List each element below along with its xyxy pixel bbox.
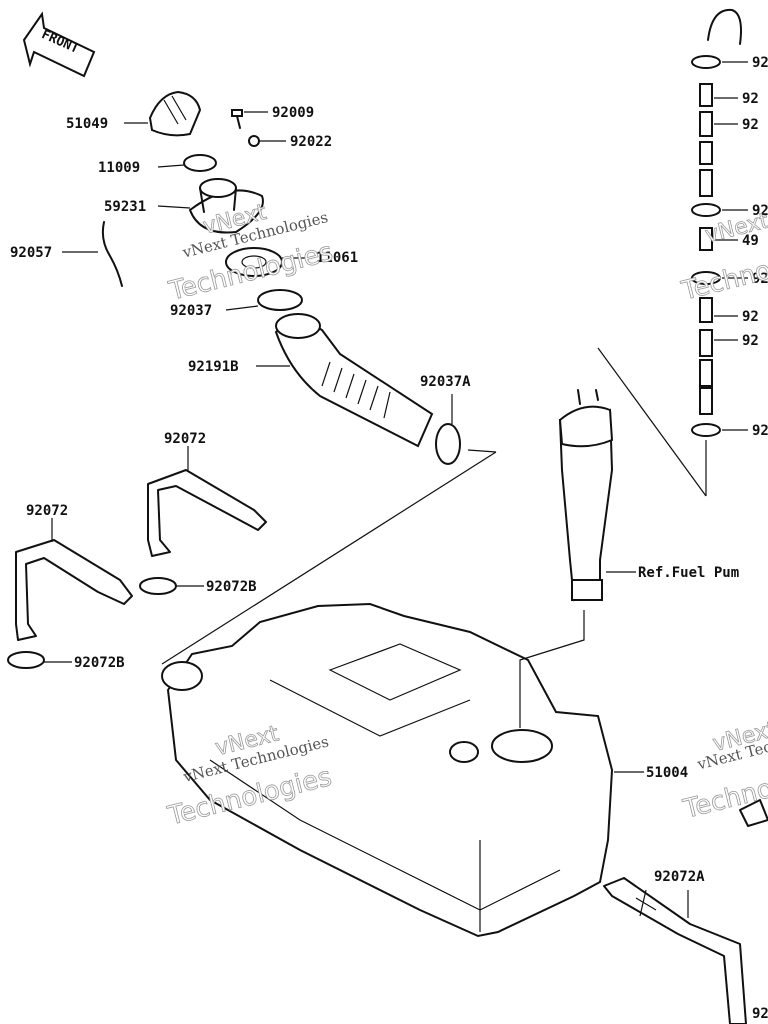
front-arrow: FRONT <box>22 11 96 78</box>
callout-59231: 59231 <box>104 199 146 215</box>
callout-92072-upper: 92072 <box>164 431 206 447</box>
callout-92191b: 92191B <box>188 359 239 375</box>
callout-11009: 11009 <box>98 160 140 176</box>
callout-92072b-lower: 92072B <box>74 655 125 671</box>
watermark-top: vNext Technologies vNext Technologies <box>165 199 336 307</box>
washer <box>248 135 260 147</box>
callout-right-4: 92 <box>752 203 768 219</box>
callout-92009: 92009 <box>272 105 314 121</box>
callout-right-1: 92 <box>752 55 768 71</box>
tank-strap-a <box>603 877 747 1024</box>
callout-92022: 92022 <box>290 134 332 150</box>
filler-hose <box>274 313 434 448</box>
fuel-pump-assembly <box>558 389 614 602</box>
callout-right-10: 92 <box>752 1006 768 1022</box>
callout-right-3: 92 <box>742 117 759 133</box>
fuel-tank <box>161 602 614 938</box>
callout-right-2: 92 <box>742 91 759 107</box>
callout-right-7: 92 <box>742 309 759 325</box>
callout-11061: 11061 <box>316 250 358 266</box>
callout-ref-fuel-pump: Ref.Fuel Pum <box>638 565 739 581</box>
callout-right-5: 49 <box>742 233 759 249</box>
callout-92072-lower: 92072 <box>26 503 68 519</box>
callout-92037: 92037 <box>170 303 212 319</box>
strap-clip-lower <box>7 651 45 669</box>
callout-51004: 51004 <box>646 765 688 781</box>
hose-clamp <box>257 289 303 311</box>
tank-strap-upper <box>147 469 267 557</box>
strap-clip-upper <box>139 577 177 595</box>
fuel-cap <box>148 90 202 137</box>
return-hose-chain <box>691 8 742 496</box>
tank-strap-lower <box>15 539 133 641</box>
neck-gasket <box>225 247 283 277</box>
callout-92057: 92057 <box>10 245 52 261</box>
watermark-right-mid: vNext Technologies vNext Technologies <box>679 717 768 826</box>
hose-clamp-a <box>435 423 461 465</box>
callout-right-8: 92 <box>742 333 759 349</box>
strap-clip-right <box>739 799 768 827</box>
callout-51049: 51049 <box>66 116 108 132</box>
retainer-cord <box>101 221 123 287</box>
bolt <box>231 109 243 129</box>
callout-92072b-upper: 92072B <box>206 579 257 595</box>
callout-92072a: 92072A <box>654 869 705 885</box>
gasket-ring <box>183 154 217 172</box>
filler-neck <box>188 178 264 234</box>
callout-right-9: 92 <box>752 423 768 439</box>
callout-92037a: 92037A <box>420 374 471 390</box>
callout-right-6: 92 <box>752 271 768 287</box>
